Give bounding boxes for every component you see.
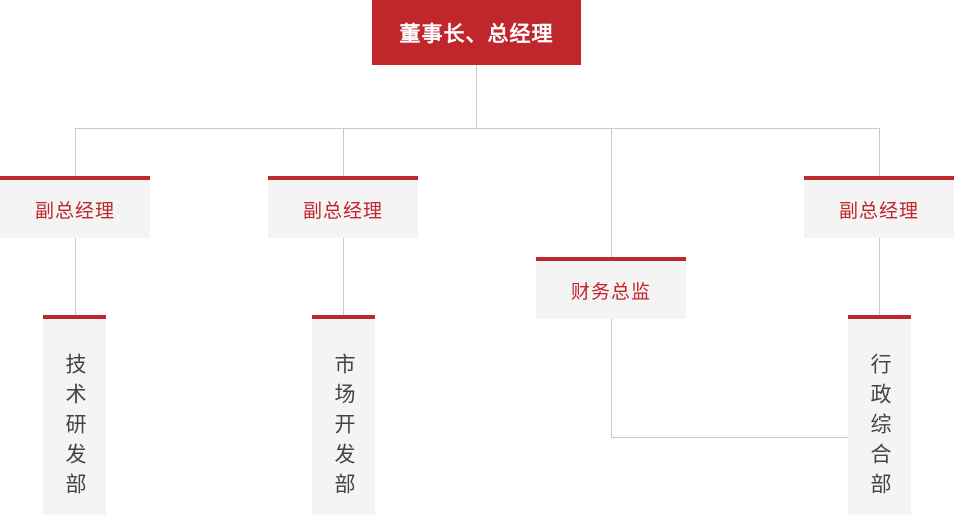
node-deputy-general-manager-1[interactable]: 副总经理 [0,176,150,238]
node-deputy-general-manager-3-label: 副总经理 [838,199,919,222]
connector-deputy-3-to-dept-admin [879,238,880,317]
node-department-rd[interactable]: 技术研发部 [43,315,106,515]
connector-to-deputy-1 [75,128,76,176]
connector-to-deputy-3 [879,128,880,176]
node-department-administration-label: 行政综合部 [868,353,892,503]
node-chairman[interactable]: 董事长、总经理 [372,0,581,65]
node-department-market-development[interactable]: 市场开发部 [312,315,375,515]
connector-to-cfo [611,128,612,257]
node-chairman-label: 董事长、总经理 [399,21,554,46]
connector-deputy-1-to-dept-rd [75,238,76,317]
connector-deputy-2-to-dept-market [343,238,344,317]
node-deputy-general-manager-3[interactable]: 副总经理 [804,176,954,238]
connector-cfo-to-dept-admin [611,437,859,438]
connector-to-deputy-2 [343,128,344,176]
node-department-rd-label: 技术研发部 [63,353,87,503]
connector-distribution-bar [75,128,880,129]
connector-chairman-down [476,65,477,128]
node-chief-financial-officer[interactable]: 财务总监 [536,257,686,319]
node-deputy-general-manager-2[interactable]: 副总经理 [268,176,418,238]
node-department-market-development-label: 市场开发部 [332,353,356,503]
node-deputy-general-manager-2-label: 副总经理 [302,199,383,222]
node-chief-financial-officer-label: 财务总监 [570,280,651,303]
node-department-administration[interactable]: 行政综合部 [848,315,911,515]
node-deputy-general-manager-1-label: 副总经理 [34,199,115,222]
connector-cfo-down [611,319,612,438]
